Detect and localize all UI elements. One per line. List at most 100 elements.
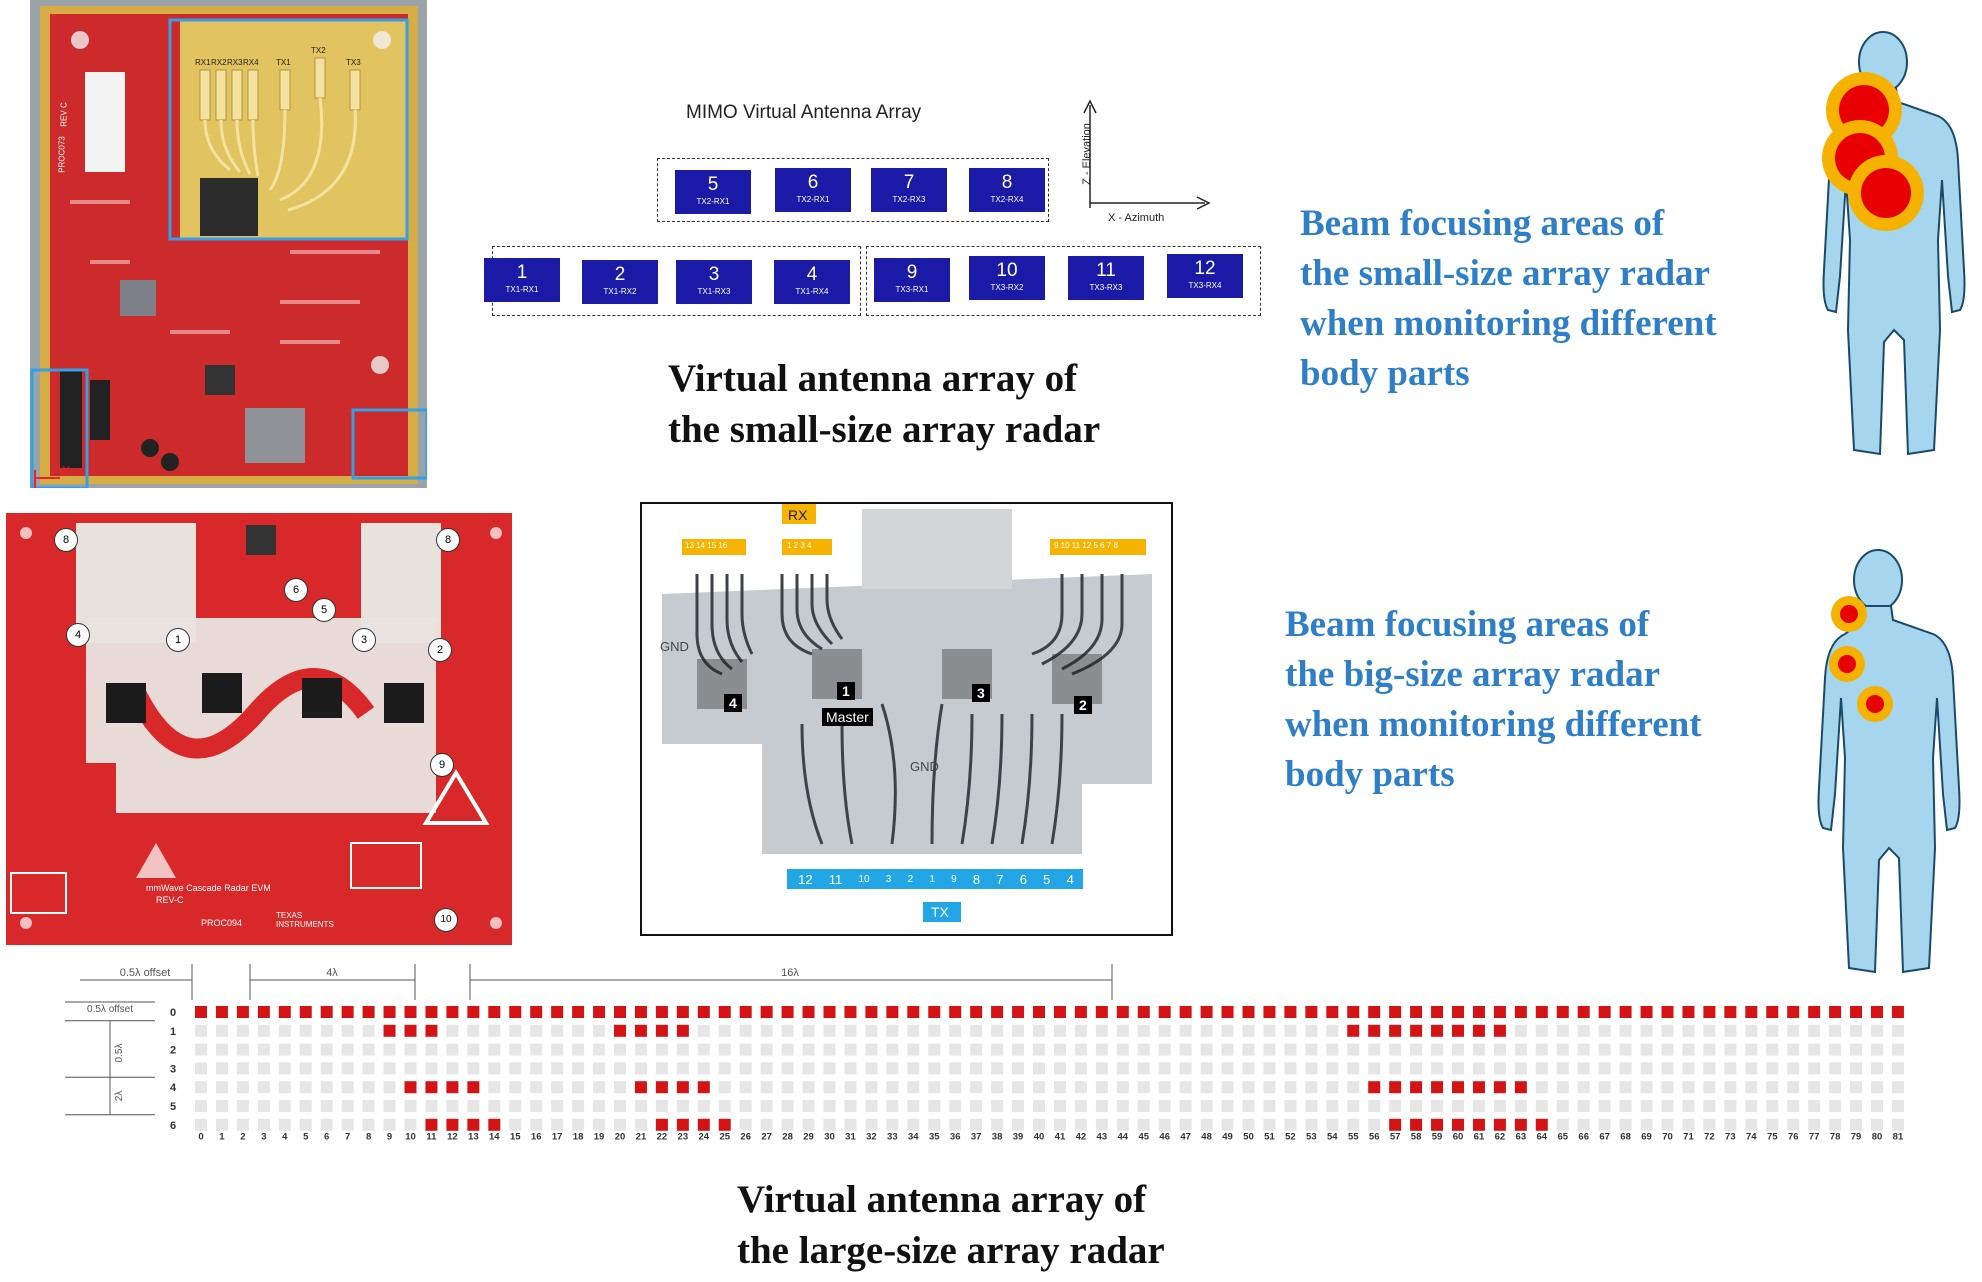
column-label: 64 [1537, 1132, 1548, 1143]
antenna-cell-empty [530, 1081, 543, 1094]
antenna-cell-empty [1074, 1100, 1087, 1112]
column-label: 11 [426, 1132, 437, 1143]
antenna-cell-filled [1221, 1006, 1234, 1018]
antenna-cell-empty [991, 1100, 1004, 1112]
antenna-cell-empty [781, 1024, 794, 1037]
antenna-cell-empty [257, 1118, 270, 1131]
antenna-cell-filled [1514, 1118, 1527, 1131]
rx-tag: RX [788, 507, 808, 523]
antenna-cell-empty [1221, 1062, 1234, 1075]
antenna-cell-empty [1242, 1062, 1255, 1075]
column-label: 76 [1788, 1132, 1799, 1143]
antenna-cell-filled [299, 1006, 312, 1018]
antenna-cell-empty [1871, 1118, 1883, 1131]
antenna-cell-filled [655, 1024, 668, 1037]
rx-label-4: RX4 [243, 58, 259, 67]
antenna-cell-empty [1808, 1081, 1821, 1094]
antenna-cell-empty [1745, 1062, 1758, 1075]
antenna-cell-empty [1829, 1043, 1842, 1056]
antenna-cell-empty [676, 1043, 689, 1056]
antenna-cell-empty [572, 1100, 585, 1112]
antenna-cell-filled [1787, 1006, 1800, 1018]
antenna-cell-empty [1389, 1100, 1402, 1112]
antenna-cell-empty [1682, 1024, 1695, 1037]
antenna-cell-empty [593, 1100, 606, 1112]
antenna-cell-empty [257, 1062, 270, 1075]
dim-label-16l: 16λ [781, 967, 799, 979]
antenna-cell-empty [1598, 1062, 1611, 1075]
rx-group-right: 9 10 11 12 5 6 7 8 [1054, 541, 1118, 550]
antenna-cell-empty [572, 1118, 585, 1131]
antenna-cell-empty [593, 1024, 606, 1037]
column-label: 23 [678, 1132, 689, 1143]
antenna-cell-empty [446, 1062, 459, 1075]
antenna-cell-empty [614, 1118, 626, 1131]
column-label: 79 [1851, 1132, 1862, 1143]
antenna-cell-empty [1116, 1043, 1129, 1056]
antenna-cell-empty [320, 1100, 333, 1112]
antenna-cell-empty [215, 1081, 228, 1094]
antenna-cell-empty [530, 1100, 543, 1112]
antenna-cell-empty [655, 1043, 668, 1056]
antenna-cell-filled [236, 1006, 249, 1018]
antenna-cell-empty [551, 1100, 564, 1112]
antenna-cell-empty [1640, 1062, 1653, 1075]
column-label: 66 [1578, 1132, 1589, 1143]
antenna-cell-empty [1682, 1118, 1695, 1131]
antenna-cell-empty [1368, 1118, 1381, 1131]
antenna-cell-empty [383, 1081, 396, 1094]
antenna-cell-empty [572, 1024, 585, 1037]
antenna-cell-empty [1452, 1043, 1464, 1056]
row-label: 0 [170, 1007, 176, 1019]
antenna-cell-empty [802, 1081, 815, 1094]
antenna-cell-empty [299, 1062, 312, 1075]
board-prod: PROC073 [57, 136, 67, 173]
antenna-cell-empty [949, 1062, 962, 1075]
antenna-cell-filled [1012, 1006, 1025, 1018]
antenna-cell-empty [1787, 1062, 1800, 1075]
antenna-cell-empty [1766, 1081, 1779, 1094]
column-label: 53 [1306, 1132, 1317, 1143]
antenna-cell-empty [278, 1024, 291, 1037]
antenna-cell-empty [551, 1081, 564, 1094]
antenna-cell-filled [1305, 1006, 1318, 1018]
antenna-cell-filled [425, 1006, 438, 1018]
antenna-cell-empty [1493, 1100, 1506, 1112]
column-label: 77 [1809, 1132, 1820, 1143]
column-label: 41 [1055, 1132, 1066, 1143]
axis-z-label: Z - Elevation [1081, 123, 1093, 185]
antenna-cell-empty [949, 1081, 962, 1094]
column-label: 33 [887, 1132, 898, 1143]
antenna-cell-empty [299, 1081, 312, 1094]
antenna-cell-empty [1619, 1062, 1632, 1075]
antenna-cell-filled [907, 1006, 920, 1018]
antenna-cell-empty [341, 1081, 354, 1094]
antenna-cell-empty [1158, 1118, 1171, 1131]
rx-label-2: RX2 [211, 58, 227, 67]
antenna-cell-empty [1368, 1100, 1381, 1112]
antenna-cell-filled [928, 1006, 941, 1018]
antenna-cell-empty [341, 1043, 354, 1056]
antenna-cell-empty [1200, 1100, 1213, 1112]
antenna-cell-filled [697, 1118, 710, 1131]
antenna-cell-empty [425, 1043, 438, 1056]
column-label: 1 [219, 1132, 225, 1143]
column-label: 73 [1725, 1132, 1736, 1143]
antenna-cell-filled [991, 1006, 1004, 1018]
antenna-cell-empty [278, 1100, 291, 1112]
column-label: 30 [824, 1132, 835, 1143]
antenna-cell-empty [865, 1024, 878, 1037]
antenna-cell-filled [1493, 1118, 1506, 1131]
antenna-cell-empty [1514, 1043, 1527, 1056]
antenna-cell-empty [530, 1043, 543, 1056]
antenna-cell-empty [1745, 1118, 1758, 1131]
axis-x-label: X - Azimuth [1108, 212, 1165, 224]
antenna-cell-empty [865, 1081, 878, 1094]
antenna-cell-empty [1745, 1024, 1758, 1037]
antenna-cell-empty [928, 1062, 941, 1075]
antenna-cell-filled [739, 1006, 752, 1018]
antenna-cell-empty [823, 1081, 836, 1094]
antenna-cell-empty [1221, 1100, 1234, 1112]
